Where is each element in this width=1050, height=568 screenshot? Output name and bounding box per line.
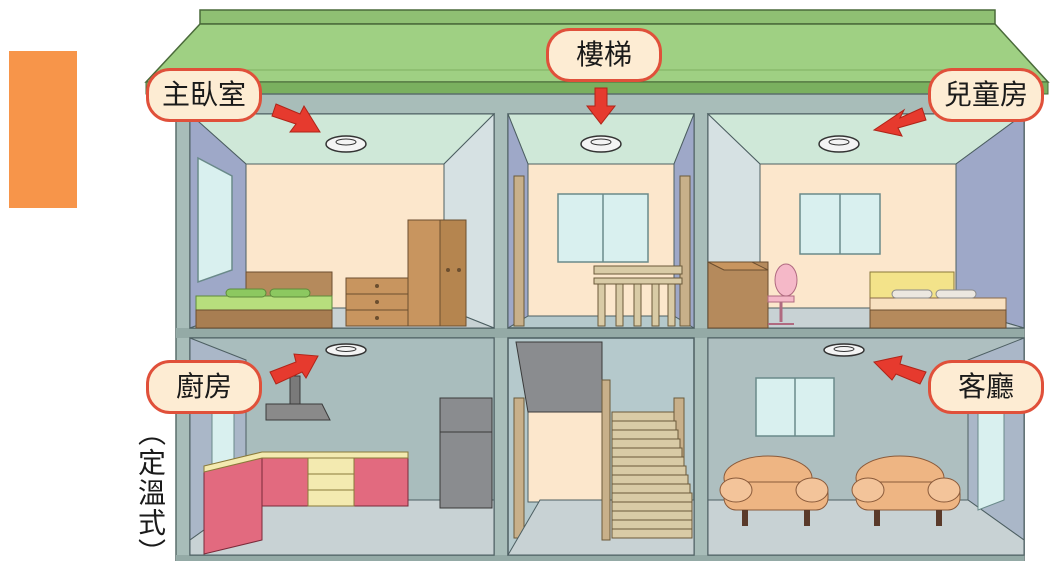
arrow-icon — [872, 107, 927, 137]
arrow-icon — [271, 103, 321, 133]
arrow-icon — [269, 353, 319, 385]
arrow-icon — [585, 87, 617, 125]
label-kitchen: 廚房 — [146, 360, 262, 414]
side-note-fixed-temperature: （定溫式） — [134, 418, 167, 568]
smoke-detector-icon — [823, 343, 865, 357]
smoke-detector-icon — [818, 135, 860, 153]
label-stairs: 樓梯 — [546, 28, 662, 82]
room-stairs-lower — [507, 337, 695, 556]
arrow-icon — [872, 355, 927, 385]
smoke-detector-icon — [580, 135, 622, 153]
smoke-detector-icon — [325, 343, 367, 357]
room-kids — [706, 112, 1026, 329]
label-master-bedroom: 主臥室 — [146, 68, 262, 122]
orange-tab — [9, 51, 77, 208]
smoke-detector-icon — [325, 135, 367, 153]
label-living-room: 客廳 — [928, 360, 1044, 414]
label-kids-room: 兒童房 — [928, 68, 1044, 122]
